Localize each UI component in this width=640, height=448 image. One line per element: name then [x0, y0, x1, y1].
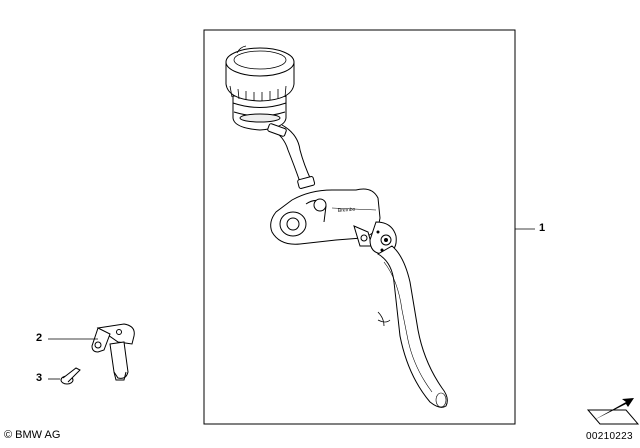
screw: [60, 367, 81, 385]
callout-2: 2: [36, 332, 43, 344]
direction-arrow-icon: [586, 398, 640, 425]
callout-3: 3: [36, 372, 43, 384]
brake-lever: [376, 245, 448, 408]
reservoir-hose: [267, 123, 316, 189]
mounting-bracket: [91, 323, 135, 381]
reservoir-logo: Brembo: [338, 206, 356, 214]
assembly-frame: [203, 29, 516, 425]
image-id: 00210223: [586, 431, 633, 442]
fluid-reservoir: [225, 45, 295, 131]
master-cylinder: Brembo: [270, 188, 397, 255]
callout-1: 1: [539, 222, 546, 234]
leader-lines: [48, 228, 535, 380]
copyright-notice: © BMW AG: [4, 429, 61, 441]
